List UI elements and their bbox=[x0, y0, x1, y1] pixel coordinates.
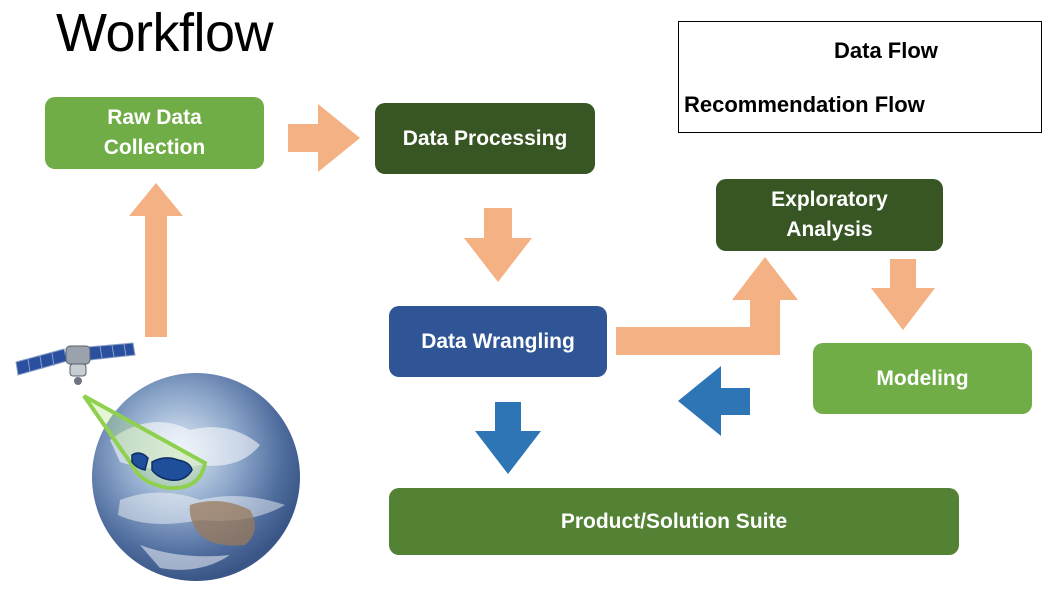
node-exploratory-analysis: Exploratory Analysis bbox=[716, 179, 943, 251]
node-data-wrangling: Data Wrangling bbox=[389, 306, 607, 377]
legend bbox=[678, 21, 1042, 133]
arrow-right-to-processing bbox=[288, 104, 360, 172]
node-raw-data-collection: Raw Data Collection bbox=[45, 97, 264, 169]
arrow-modeling-to-wrangling bbox=[678, 366, 750, 436]
arrow-up-to-raw-data bbox=[129, 183, 183, 337]
earth-globe-icon bbox=[82, 373, 300, 581]
legend-recommendation-flow-label: Recommendation Flow bbox=[684, 92, 925, 117]
arrow-wrangling-to-exploratory bbox=[616, 257, 798, 355]
node-product-solution-suite: Product/Solution Suite bbox=[389, 488, 959, 555]
arrow-down-to-wrangling bbox=[464, 208, 532, 282]
arrow-down-to-modeling bbox=[871, 259, 935, 330]
node-data-processing: Data Processing bbox=[375, 103, 595, 174]
arrow-down-to-product bbox=[475, 402, 541, 474]
satellite-icon bbox=[15, 342, 136, 385]
page-title: Workflow bbox=[56, 3, 274, 63]
node-modeling: Modeling bbox=[813, 343, 1032, 414]
legend-data-flow-label: Data Flow bbox=[834, 38, 938, 63]
